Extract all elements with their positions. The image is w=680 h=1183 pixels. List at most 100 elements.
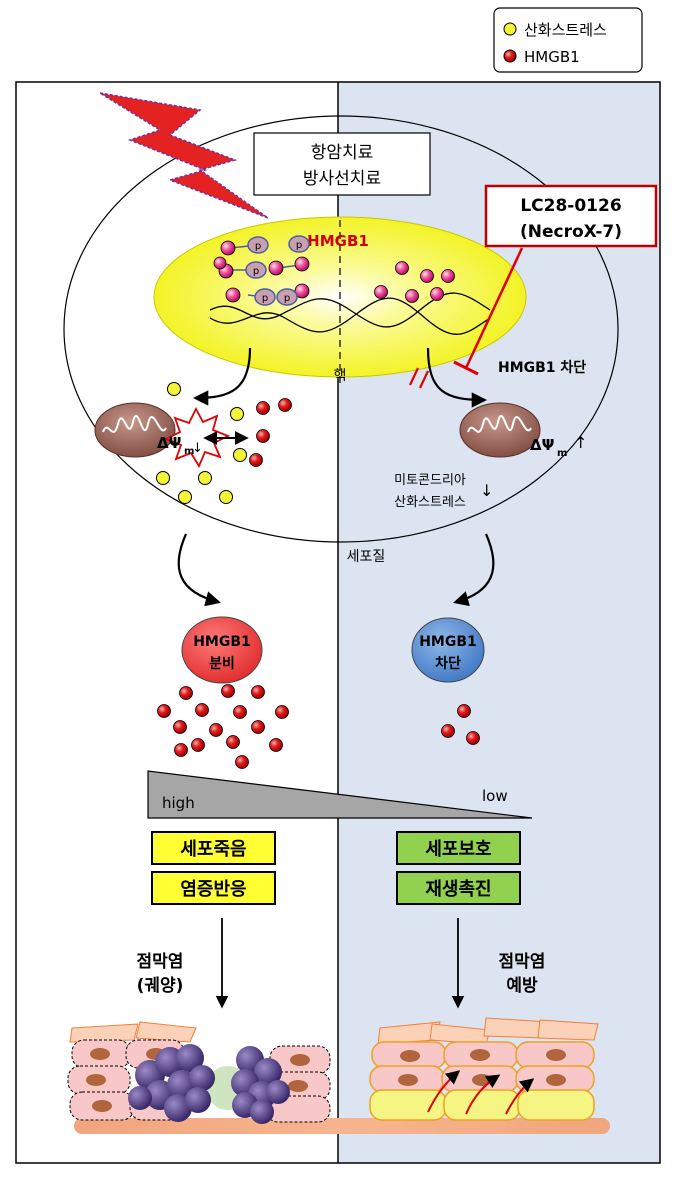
therapy-line-2: 방사선치료 [303, 169, 381, 189]
phosphate-marker [288, 235, 310, 253]
cell-nucleus [288, 1080, 308, 1092]
hmgb1-particle [441, 269, 455, 283]
hmgb1-particle [209, 723, 223, 737]
mito-stress-down-arrow: ↓ [480, 481, 493, 500]
phospho-label: p [296, 240, 302, 251]
regeneration-arrow [505, 1078, 535, 1115]
hmgb1-particle [256, 429, 270, 443]
phosphate-marker [276, 288, 298, 306]
hmgb1-particle [235, 755, 249, 769]
cell-nucleus [290, 1054, 310, 1066]
hmgb1-nucleus-label: HMGB1 [307, 232, 369, 250]
mucositis-line-1: 점막염 [137, 952, 184, 972]
outcome-regeneration: 재생촉진 [396, 871, 521, 905]
legend-red-dot [503, 49, 517, 63]
block-line-1: HMGB1 [419, 634, 477, 650]
arrow-nucleus-to-mito-right [426, 347, 488, 408]
level-low-label: low [482, 787, 508, 805]
hmgb1-particle [249, 453, 263, 467]
hmgb1-particle [220, 240, 236, 256]
prevention-line-2: 예방 [506, 976, 538, 996]
hmgb1-particle [251, 685, 265, 699]
legend-yellow-dot [503, 22, 517, 36]
level-high-label: high [162, 794, 195, 812]
cell-nucleus [86, 1074, 106, 1086]
hmgb1-particle [278, 398, 292, 412]
secretion-line-2: 분비 [209, 656, 235, 672]
hmgb1-particle [374, 285, 388, 299]
delta-psi-left-down-arrow: ↓ [192, 441, 203, 456]
hmgb1-particle [466, 731, 480, 745]
hmgb1-particle [430, 287, 444, 301]
hmgb1-particle [251, 720, 265, 734]
prevention-line-1: 점막염 [499, 952, 546, 972]
radiation-bolt-icon [99, 92, 269, 219]
regenerating-cell [369, 1089, 447, 1121]
level-gradient-triangle [147, 770, 533, 819]
arrow-secretion-right [453, 533, 495, 607]
legend: 산화스트레스 HMGB1 [493, 7, 643, 73]
therapy-line-1: 항암치료 [311, 143, 374, 163]
cell-nucleus [90, 1048, 110, 1060]
phosphate-marker [254, 288, 276, 306]
hmgb1-block-label: HMGB1 차단 [498, 359, 586, 376]
regeneration-arrow [465, 1074, 501, 1115]
damaged-tissue-left [67, 1021, 331, 1124]
outcome-cell-death: 세포죽음 [151, 831, 276, 865]
hmgb1-particle [179, 686, 193, 700]
nuclear-hmgb1-right [374, 261, 455, 303]
nucleus-label: 핵 [334, 368, 347, 384]
cell-nucleus [92, 1100, 112, 1112]
flat-cell [69, 1023, 139, 1043]
drug-box [484, 184, 658, 248]
hmgb1-particle [256, 401, 270, 415]
cell-nucleus [472, 1074, 492, 1086]
block-mark [419, 370, 429, 389]
cell-membrane [63, 115, 619, 543]
hmgb1-particle [225, 287, 241, 303]
outcome-cell-protection: 세포보호 [396, 831, 521, 865]
hmgb1-particle [221, 684, 235, 698]
burst-icon [163, 407, 231, 468]
ros-particle [167, 382, 181, 396]
ros-particle [156, 471, 170, 485]
hmgb1-particle [191, 738, 205, 752]
mucositis-line-2: (궤양) [137, 976, 184, 996]
flat-cell [135, 1021, 197, 1043]
phosphate-marker [247, 236, 269, 254]
hmgb1-particle [213, 256, 227, 270]
cell-nucleus [546, 1074, 566, 1086]
hmgb1-particle [269, 738, 283, 752]
delta-psi-left: ΔΨ [157, 434, 181, 452]
mitochondrion-left [94, 402, 176, 458]
hmgb1-particle [157, 704, 171, 718]
secretion-line-1: HMGB1 [193, 634, 251, 650]
flat-cell [537, 1019, 599, 1041]
cell-nucleus [400, 1050, 420, 1062]
cytoplasm-label: 세포질 [347, 549, 386, 565]
block-line-2: 차단 [435, 655, 461, 672]
ros-particle [178, 490, 192, 504]
hmgb1-particles-left [249, 398, 292, 467]
mitochondrion-right [459, 402, 541, 458]
phospho-label: p [255, 241, 261, 252]
hmgb1-particle [195, 703, 209, 717]
phosphate-marker [245, 261, 267, 279]
delta-psi-left-subscript: m [184, 446, 194, 457]
immune-cell-cluster [231, 1046, 290, 1124]
phospho-label: p [262, 293, 268, 304]
hmgb1-particle [268, 260, 284, 276]
regenerating-cell [443, 1089, 521, 1121]
block-mark [409, 367, 419, 386]
hmgb1-block-circle [411, 617, 485, 683]
ros-particle [230, 407, 244, 421]
phospho-hmgb1-cluster: p p p p p [213, 235, 310, 306]
hmgb1-particle [294, 256, 310, 272]
hmgb1-particle [174, 743, 188, 757]
ros-particle [219, 490, 233, 504]
hmgb1-particle [395, 261, 409, 275]
phospho-label: p [253, 266, 259, 277]
hmgb1-particle [275, 705, 289, 719]
therapy-box [253, 132, 431, 196]
